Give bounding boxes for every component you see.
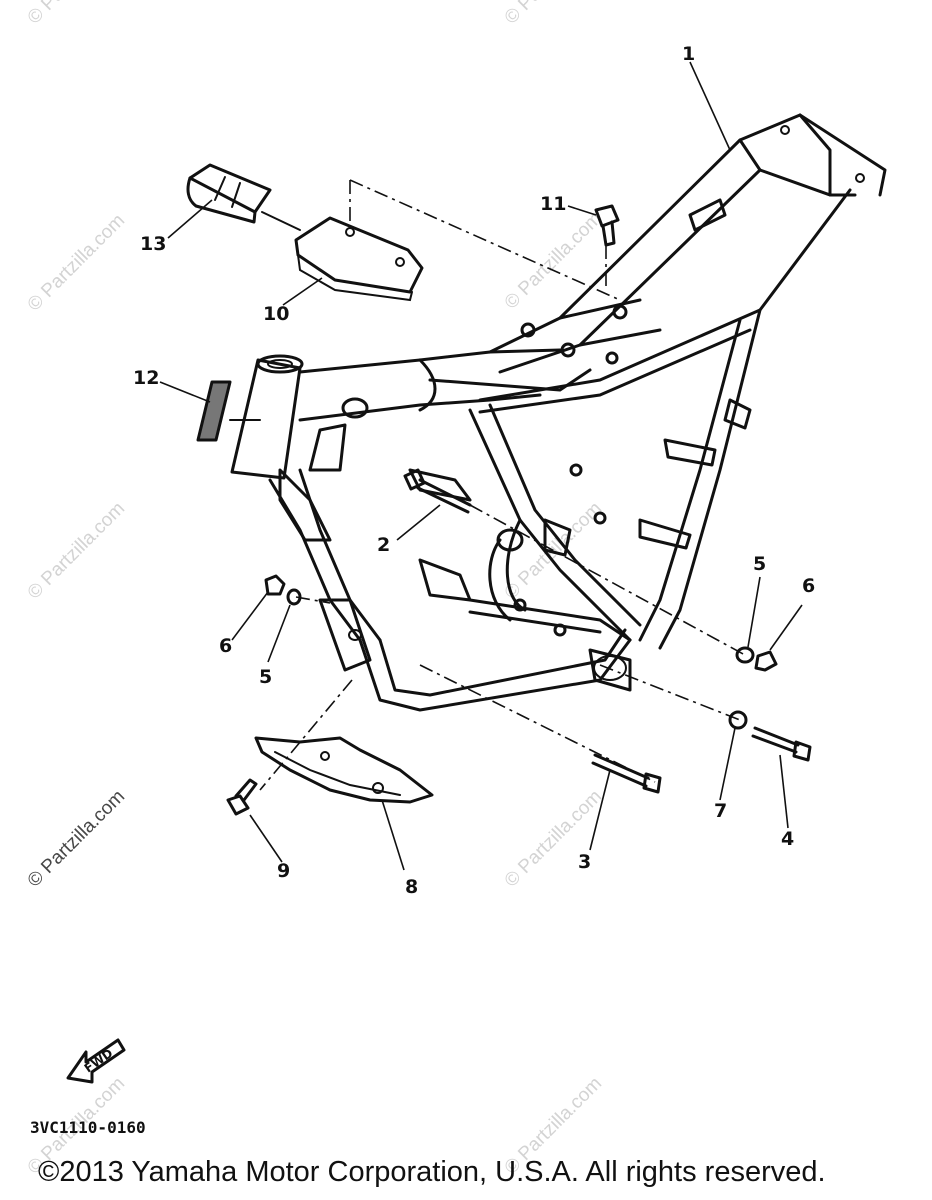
callout-8: 8	[405, 876, 418, 898]
callout-13: 13	[140, 233, 166, 255]
watermark: © Partzilla.com	[501, 786, 606, 891]
fwd-label: FWD	[82, 1046, 116, 1075]
bolt-part-9	[226, 778, 258, 816]
callout-leaders	[159, 61, 803, 871]
label-part-12	[196, 380, 232, 442]
copyright-notice: ©2013 Yamaha Motor Corporation, U.S.A. A…	[38, 1156, 826, 1188]
callout-9: 9	[277, 860, 290, 882]
callout-11: 11	[540, 193, 566, 215]
bolt-part-3	[591, 753, 662, 794]
watermark: © Partzilla.com	[24, 0, 129, 29]
callout-1: 1	[682, 43, 695, 65]
skid-plate-part-8	[254, 736, 434, 804]
bolt-part-2	[403, 468, 472, 514]
watermark: © Partzilla.com	[501, 208, 606, 313]
hardware-left	[264, 574, 302, 606]
hardware-right	[728, 646, 778, 730]
watermark: © Partzilla.com	[501, 0, 606, 29]
watermark: © Partzilla.com	[24, 210, 129, 315]
assembly-lines	[229, 179, 746, 791]
callout-6-left: 6	[219, 635, 232, 657]
tank-cover-part-10	[294, 216, 424, 302]
callout-5-left: 5	[259, 666, 272, 688]
callout-4: 4	[781, 828, 794, 850]
bolt-part-11	[594, 204, 620, 247]
callout-7: 7	[714, 800, 727, 822]
damper-part-13	[186, 163, 272, 224]
watermark: © Partzilla.com	[24, 786, 129, 891]
frame-part	[230, 113, 887, 712]
bolt-part-4	[751, 726, 812, 762]
watermark: © Partzilla.com	[24, 498, 129, 603]
callout-numbers: 1 2 3 4 5 5 6 6 7 8 9 10 11 12 13	[133, 43, 815, 898]
watermark-layer: © Partzilla.com © Partzilla.com © Partzi…	[24, 0, 606, 1179]
callout-3: 3	[578, 851, 591, 873]
callout-5: 5	[753, 553, 766, 575]
callout-6: 6	[802, 575, 815, 597]
diagram-code: 3VC1110-0160	[30, 1118, 146, 1137]
callout-12: 12	[133, 367, 159, 389]
callout-10: 10	[263, 303, 289, 325]
callout-2: 2	[377, 534, 390, 556]
